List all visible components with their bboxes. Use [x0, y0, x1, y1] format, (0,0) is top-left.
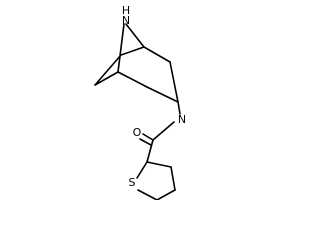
bond-c4-c5: [117, 71, 148, 88]
bond-ring-c5-s: [137, 189, 158, 200]
bond-bridge-n-c1: [125, 23, 145, 48]
bridge-n-label: N: [122, 14, 130, 27]
molecule-structure: H N N O S: [94, 4, 186, 200]
bond-carbonyl-o-2: [139, 138, 152, 146]
bond-ring-c3-c4: [170, 166, 176, 191]
bond-bridge-n-c5: [117, 23, 125, 73]
bond-c3-c4: [146, 86, 179, 103]
bond-c7-c6: [94, 54, 122, 86]
bond-carbonyl-ring-c: [146, 139, 154, 163]
bond-c2-c3: [169, 61, 179, 103]
bond-c6-c5: [94, 71, 119, 86]
amide-n-label: N: [178, 113, 186, 126]
molecule-canvas: H N N O S: [94, 4, 187, 200]
ring-s-label: S: [129, 176, 136, 189]
bond-n-amide-carbonyl: [152, 121, 175, 141]
bond-ring-c2-s: [136, 161, 148, 179]
bond-ring-c2-c3: [146, 161, 172, 168]
carbonyl-o-label: O: [133, 126, 142, 139]
bond-c3-n-amide: [177, 101, 181, 115]
bond-carbonyl-o-1: [142, 133, 154, 141]
bond-c1-c7: [120, 46, 145, 56]
bond-c1-c2: [143, 46, 171, 63]
bond-ring-c4-c5: [156, 189, 176, 200]
bridge-h-label: H: [122, 4, 130, 17]
